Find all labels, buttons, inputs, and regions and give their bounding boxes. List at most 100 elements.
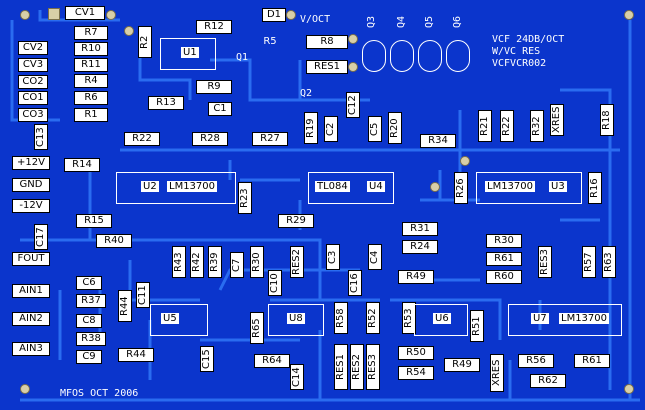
capacitor-c15: C15 xyxy=(200,346,214,372)
ic-u2-part: LM13700 xyxy=(167,181,218,192)
resistor-r32: R32 xyxy=(530,110,544,142)
capacitor-c7: C7 xyxy=(230,252,244,278)
resistor-r56: R61 xyxy=(486,252,522,266)
resistor-r14: R14 xyxy=(64,158,100,172)
resistor-r1: R1 xyxy=(74,108,108,122)
ic-u3: LM13700 U3 xyxy=(476,172,582,204)
capacitor-c4: C4 xyxy=(368,244,382,270)
resistor-r62: RES1 xyxy=(306,60,348,74)
board-title-line2: W/VC RES xyxy=(492,46,541,57)
ic-u3-part: LM13700 xyxy=(485,181,536,192)
resistor-r54: R58 xyxy=(334,302,348,334)
board-title-line3: VCFVCR002 xyxy=(492,58,547,69)
pad xyxy=(624,10,634,20)
transistor-q4-outline xyxy=(390,40,414,72)
capacitor-c14: C14 xyxy=(290,364,304,390)
capacitor-c17: C17 xyxy=(34,224,48,250)
resistor-r19: R20 xyxy=(388,112,402,144)
resistor-r41: R43 xyxy=(172,246,186,278)
ic-u7-part: LM13700 xyxy=(559,313,610,324)
ic-u7: U7 LM13700 xyxy=(508,304,622,336)
resistor-r53: R57 xyxy=(582,246,596,278)
resistor-r4: R4 xyxy=(74,74,108,88)
transistor-q1: Q1 xyxy=(236,52,249,63)
ic-u2: U2 LM13700 xyxy=(116,172,236,204)
connector-co1: CO1 xyxy=(18,91,48,105)
ic-u3-ref: U3 xyxy=(549,181,567,192)
capacitor-c13: C13 xyxy=(34,124,48,150)
resistor-res3: RES3 xyxy=(366,344,380,390)
resistor-r10: R10 xyxy=(74,42,108,56)
transistor-q6: Q6 xyxy=(452,16,463,29)
resistor-r27: R28 xyxy=(192,132,228,146)
resistor-r11: R11 xyxy=(74,58,108,72)
resistor-r55: R60 xyxy=(486,270,522,284)
transistor-q5-outline xyxy=(418,40,442,72)
resistor-r15: R15 xyxy=(76,214,112,228)
diode-d1: D1 xyxy=(262,8,286,22)
capacitor-c6: C6 xyxy=(76,276,102,290)
ic-u2-ref: U2 xyxy=(141,181,159,192)
resistor-r24: R24 xyxy=(402,240,438,254)
resistor-r59: R63 xyxy=(602,246,616,278)
ic-u1: U1 xyxy=(160,38,216,70)
connector-gnd: GND xyxy=(12,178,50,192)
resistor-r23: R23 xyxy=(238,182,252,214)
resistor-r61: R65 xyxy=(250,312,264,344)
capacitor-c1: C1 xyxy=(208,102,232,116)
resistor-r52: R56 xyxy=(518,354,554,368)
connector-fout: FOUT xyxy=(12,252,50,266)
resistor-r9: R9 xyxy=(196,80,232,94)
capacitor-c10: C10 xyxy=(268,270,282,296)
pad xyxy=(460,156,470,166)
capacitor-c16: C16 xyxy=(348,270,362,296)
ic-u4: TL084 U4 xyxy=(308,172,394,204)
resistor-r60: R64 xyxy=(254,354,290,368)
ic-u6-ref: U6 xyxy=(433,313,451,324)
capacitor-c5: C5 xyxy=(368,116,382,142)
pad xyxy=(624,384,634,394)
resistor-r38: R39 xyxy=(208,246,222,278)
ic-u5: U5 xyxy=(150,304,208,336)
resistor-r17: R18 xyxy=(600,104,614,136)
resistor-r25: R26 xyxy=(454,172,468,204)
resistor-r16: R16 xyxy=(588,172,602,204)
resistor-r29: R30 xyxy=(250,246,264,278)
resistor-r28: R29 xyxy=(278,214,314,228)
ic-u5-ref: U5 xyxy=(161,313,179,324)
transistor-q3-outline xyxy=(362,40,386,72)
transistor-q6-outline xyxy=(446,40,470,72)
resistor-r34: R37 xyxy=(76,294,106,308)
resistor-r30: R30 xyxy=(486,234,522,248)
connector-ain3: AIN3 xyxy=(12,342,50,356)
ic-u8: U8 xyxy=(268,304,324,336)
resistor-r40: R42 xyxy=(190,246,204,278)
capacitor-c12: C12 xyxy=(346,92,360,118)
resistor-r18: R19 xyxy=(304,112,318,144)
resistor-r46: R49 xyxy=(398,270,434,284)
resistor-r65: XRES xyxy=(550,104,564,136)
connector-co2: CO2 xyxy=(18,75,48,89)
transistor-q3: Q3 xyxy=(366,16,377,29)
resistor-r33: R34 xyxy=(420,134,456,148)
pad xyxy=(348,34,358,44)
resistor-r21: R22 xyxy=(500,110,514,142)
capacitor-c11: C11 xyxy=(136,282,150,308)
connector-co3: CO3 xyxy=(18,108,48,122)
resistor-r57: R61 xyxy=(574,354,610,368)
ic-u4-part: TL084 xyxy=(315,181,350,192)
resistor-r45: R50 xyxy=(398,346,434,360)
resistor-r63: RES2 xyxy=(290,246,304,278)
pad xyxy=(286,10,296,20)
ic-u7-ref: U7 xyxy=(531,313,549,324)
resistor-r20: R21 xyxy=(478,110,492,142)
connector-cv3: CV3 xyxy=(18,58,48,72)
resistor-r5: R5 xyxy=(263,36,277,47)
resistor-r22: R22 xyxy=(124,132,160,146)
pad xyxy=(20,384,30,394)
connector-cv2: CV2 xyxy=(18,41,48,55)
resistor-res1: RES1 xyxy=(334,344,348,390)
transistor-q5: Q5 xyxy=(424,16,435,29)
ic-u1-label: U1 xyxy=(181,47,199,58)
resistor-r39: R40 xyxy=(96,234,132,248)
